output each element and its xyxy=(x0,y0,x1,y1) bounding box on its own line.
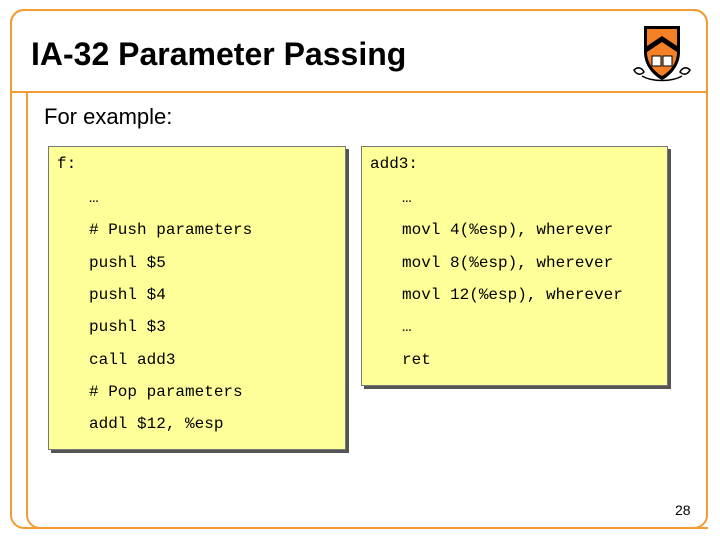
slide-title: IA-32 Parameter Passing xyxy=(31,36,407,72)
code-line: pushl $3 xyxy=(89,318,166,336)
code-line: # Push parameters xyxy=(89,221,253,239)
shield-scroll-left xyxy=(633,67,645,75)
code-line: ret xyxy=(402,351,431,369)
code-box-add3: add3: … movl 4(%esp), wherever movl 8(%e… xyxy=(361,146,668,386)
code-line: addl $12, %esp xyxy=(89,415,224,433)
code-line: pushl $4 xyxy=(89,286,166,304)
code-line: movl 4(%esp), wherever xyxy=(402,221,614,239)
code-line: pushl $5 xyxy=(89,254,166,272)
code-label-add3: add3: xyxy=(370,155,419,173)
title-bar xyxy=(10,9,708,93)
code-line: … xyxy=(402,318,412,336)
shield-scroll-right xyxy=(679,67,691,75)
princeton-shield-icon xyxy=(633,26,691,82)
code-line: movl 8(%esp), wherever xyxy=(402,254,614,272)
page-number: 28 xyxy=(675,502,691,518)
code-line: … xyxy=(89,189,99,207)
code-line: … xyxy=(402,189,412,207)
content-frame xyxy=(26,93,708,529)
intro-text: For example: xyxy=(44,104,173,129)
code-line: call add3 xyxy=(89,351,176,369)
code-line: movl 12(%esp), wherever xyxy=(402,286,623,304)
code-line: # Pop parameters xyxy=(89,383,243,401)
shield-ribbon xyxy=(641,75,683,82)
shield-book xyxy=(651,55,673,67)
code-box-f: f: … # Push parameters pushl $5 pushl $4… xyxy=(48,146,346,450)
shield-chevron xyxy=(647,36,677,52)
code-label-f: f: xyxy=(57,155,77,173)
